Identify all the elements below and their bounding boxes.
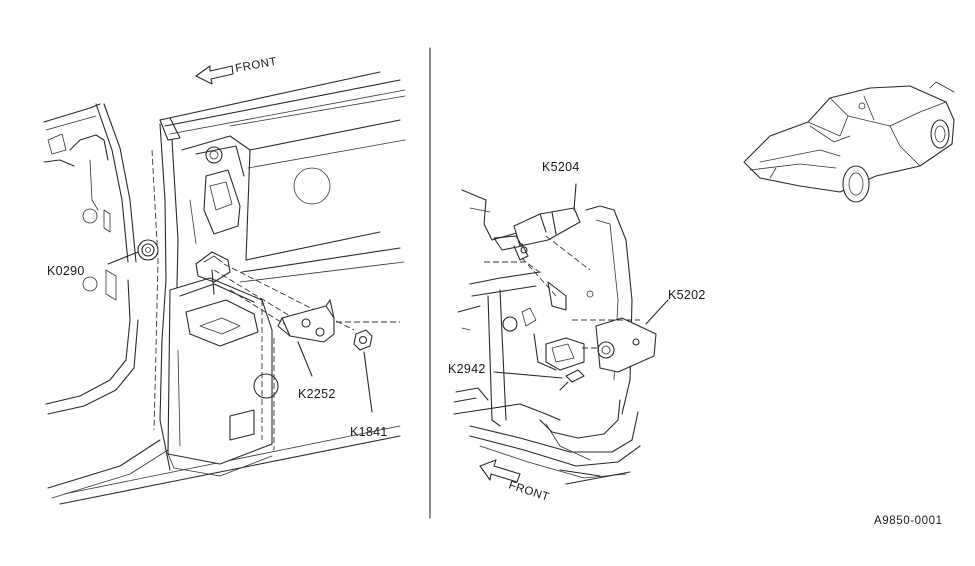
k5204-part: K5204 [484,160,591,297]
label-k2942: K2942 [448,362,486,376]
car-thumbnail [743,81,955,203]
right-lower-sill [469,399,641,485]
front-label-right: FRONT [507,479,551,503]
diagram-code: A9850-0001 [874,515,943,527]
k2942-screw: K2942 [448,362,585,391]
lower-pillar-box [167,277,279,477]
right-panel: K5204 K5202 K2942 FRONT [448,160,706,504]
k0290-grommet: K0290 [47,239,159,278]
roof-rail [159,71,406,141]
left-door-frame [43,103,401,505]
k2252-callout: K2252 [297,341,336,401]
front-arrow-left: FRONT [195,56,278,85]
label-k1841: K1841 [350,425,388,439]
label-k5204: K5204 [542,160,580,174]
front-label-left: FRONT [234,56,278,75]
label-k0290: K0290 [47,264,85,278]
front-arrow-right: FRONT [479,459,551,504]
striker-assembly [195,251,400,343]
label-k5202: K5202 [668,288,706,302]
k1841-nut: K1841 [350,329,388,439]
label-k2252: K2252 [298,387,336,401]
k5202-plate: K5202 [545,288,706,373]
left-panel: FRONT [43,56,406,505]
right-pillar-shell [453,189,633,427]
